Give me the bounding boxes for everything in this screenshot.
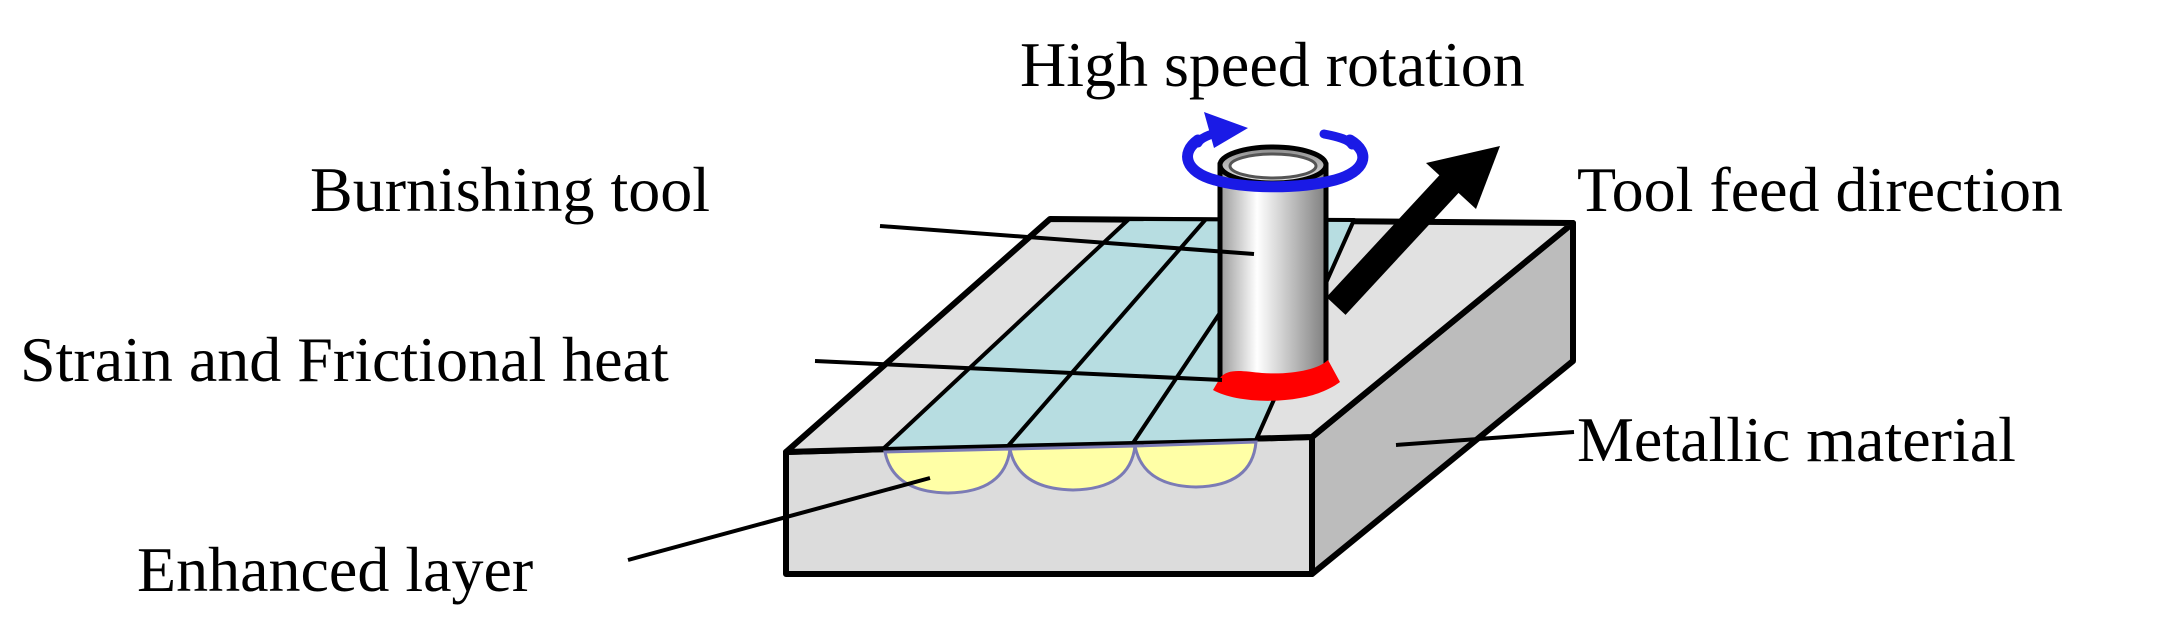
- tool-label: Burnishing tool: [310, 154, 710, 225]
- burnishing-tool: [1213, 144, 1340, 401]
- heat-zone: [1213, 360, 1340, 401]
- rotation-arc-back: [1319, 129, 1357, 150]
- strain-leader-line: [814, 359, 1223, 382]
- rotation-label: High speed rotation: [1020, 29, 1525, 100]
- tool-body: [1217, 162, 1329, 399]
- enhanced-layer-group: [883, 440, 1258, 495]
- material-leader-line: [1395, 430, 1575, 447]
- feed-arrowhead: [1426, 146, 1500, 209]
- enhanced-layer-lens: [1133, 440, 1258, 489]
- enhanced-layer-lens: [1008, 444, 1137, 492]
- material-label: Metallic material: [1577, 404, 2016, 475]
- straight-arrow-icon: [1326, 146, 1500, 315]
- feed-label: Tool feed direction: [1577, 154, 2063, 225]
- rotation-arrowhead: [1204, 112, 1248, 148]
- circular-arrow-icon: [1182, 112, 1369, 193]
- enhanced-label: Enhanced layer: [137, 534, 533, 605]
- labels: High speed rotation Burnishing tool Tool…: [20, 29, 2063, 605]
- strip-divider: [1006, 217, 1208, 448]
- enhanced-leader-line: [627, 476, 931, 562]
- feed-arrow-shaft: [1326, 174, 1460, 315]
- rotation-arc-front: [1182, 134, 1369, 193]
- leader-lines: [627, 224, 1575, 562]
- tool-leader-line: [879, 224, 1255, 256]
- strain-label: Strain and Frictional heat: [20, 324, 669, 395]
- tool-inner-rim: [1228, 152, 1318, 180]
